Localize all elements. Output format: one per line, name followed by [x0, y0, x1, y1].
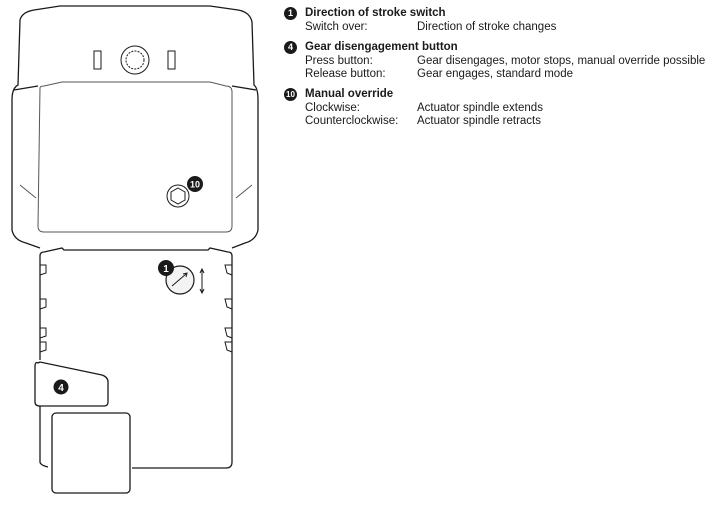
svg-text:10: 10 — [190, 180, 200, 190]
legend: 1 Direction of stroke switch Switch over… — [284, 6, 714, 134]
housing-top — [19, 5, 259, 249]
number-badge: 4 — [284, 40, 297, 54]
legend-section-manual-override: 10 Manual override Clockwise: Actuator s… — [284, 87, 714, 129]
row-label: Release button: — [305, 68, 386, 80]
connection-box — [51, 412, 131, 494]
legend-row: Switch over: Direction of stroke changes — [305, 21, 714, 35]
row-label: Press button: — [305, 54, 373, 67]
lower-housing — [39, 247, 233, 469]
gear-coupling — [120, 45, 150, 75]
callout-4: 4 — [53, 379, 69, 395]
legend-row: Press button: Gear disengages, motor sto… — [305, 55, 714, 69]
section-title: Gear disengagement button — [305, 40, 458, 53]
callout-1: 1 — [158, 260, 174, 276]
row-value: Gear disengages, motor stops, manual ove… — [417, 54, 706, 67]
manual-override-socket — [166, 184, 190, 208]
slot-right — [167, 50, 176, 70]
svg-text:4: 4 — [58, 383, 64, 394]
legend-row: Counterclockwise: Actuator spindle retra… — [305, 115, 714, 129]
gear-disengagement-button — [34, 361, 109, 407]
section-title: Manual override — [305, 87, 394, 100]
row-label: Counterclockwise: — [305, 115, 399, 127]
row-label: Switch over: — [305, 21, 368, 33]
section-title: Direction of stroke switch — [305, 7, 446, 19]
svg-text:1: 1 — [163, 264, 169, 275]
direction-switch — [165, 265, 205, 295]
legend-row: Clockwise: Actuator spindle extends — [305, 102, 714, 116]
row-value: Actuator spindle extends — [417, 101, 543, 114]
legend-section-direction-switch: 1 Direction of stroke switch Switch over… — [284, 6, 714, 35]
row-label: Clockwise: — [305, 101, 360, 114]
actuator-drawing: 10 1 4 — [11, 5, 259, 494]
row-value: Direction of stroke changes — [417, 21, 557, 33]
legend-row: Release button: Gear engages, standard m… — [305, 68, 714, 82]
row-value: Actuator spindle retracts — [417, 115, 542, 127]
number-badge: 1 — [284, 7, 297, 20]
row-value: Gear engages, standard mode — [417, 68, 573, 80]
number-badge: 10 — [284, 87, 297, 101]
callout-10: 10 — [187, 176, 203, 192]
cover-panel — [37, 81, 233, 233]
slot-left — [93, 50, 102, 70]
legend-section-gear-disengagement: 4 Gear disengagement button Press button… — [284, 40, 714, 82]
